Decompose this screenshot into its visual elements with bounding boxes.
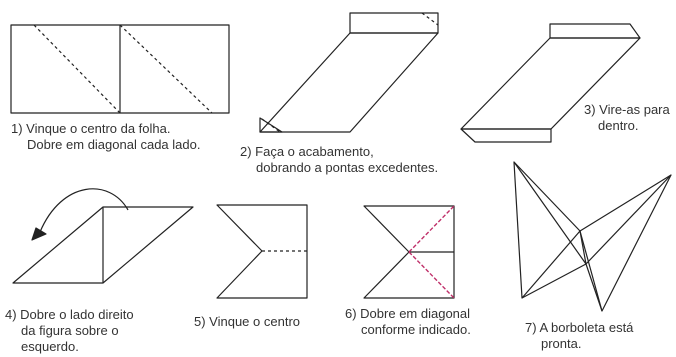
left-diagonal-fold (33, 24, 121, 114)
diagonal-fold-down (408, 251, 455, 299)
step6-caption: 6) Dobre em diagonal conforme indicado. (345, 306, 471, 338)
caption-line: 5) Vinque o centro (194, 314, 300, 329)
caption-line: 3) Vire-as para (584, 102, 670, 117)
step5-caption: 5) Vinque o centro (194, 314, 300, 330)
caption-line: esquerdo. (21, 339, 79, 354)
fold-arrow (39, 188, 129, 233)
step7-caption: 7) A borboleta está pronta. (525, 320, 633, 352)
bottom-folded-tip (460, 128, 552, 143)
step2-caption: 2) Faça o acabamento, dobrando a pontas … (240, 144, 438, 176)
parallelogram-shape (259, 32, 439, 133)
caption-line: pronta. (541, 336, 582, 351)
caption-line: Dobre em diagonal cada lado. (27, 137, 201, 152)
diagonal-fold-up (408, 205, 455, 253)
folded-shape (216, 204, 308, 299)
butterfly-outline (513, 161, 672, 312)
bottom-fold-line (261, 118, 281, 133)
caption-line: 2) Faça o acabamento, (240, 144, 374, 159)
step6-figure (363, 205, 455, 299)
caption-line: da figura sobre o (21, 323, 119, 338)
caption-line: 1) Vinque o centro da folha. (11, 121, 171, 136)
arrow-head (31, 227, 47, 241)
folded-shape (363, 205, 455, 299)
step1-caption: 1) Vinque o centro da folha. Dobre em di… (11, 121, 200, 153)
butterfly-crease (521, 230, 581, 299)
step4-figure (12, 188, 194, 284)
step3-caption: 3) Vire-as para dentro. (584, 102, 670, 134)
caption-line: dentro. (598, 118, 639, 133)
butterfly-crease (579, 230, 603, 312)
caption-line: 6) Dobre em diagonal (345, 306, 471, 321)
step7-figure (513, 161, 672, 312)
caption-line: 7) A borboleta está (525, 320, 634, 335)
bottom-excess-tip (259, 117, 283, 133)
step1-figure (10, 24, 230, 114)
caption-line: dobrando a pontas excedentes. (256, 160, 439, 175)
step3-figure (460, 23, 641, 143)
caption-line: conforme indicado. (361, 322, 471, 337)
butterfly-crease (585, 174, 672, 265)
step2-figure (259, 12, 439, 133)
butterfly-crease (513, 161, 587, 265)
caption-line: 4) Dobre o lado direito (5, 307, 134, 322)
top-excess-flap (349, 12, 439, 34)
step5-figure (216, 204, 308, 299)
top-folded-tip (549, 23, 641, 39)
parallelogram-shape (12, 206, 194, 284)
step4-caption: 4) Dobre o lado direito da figura sobre … (5, 307, 134, 355)
right-diagonal-fold (119, 24, 213, 114)
top-fold-line (421, 12, 439, 26)
